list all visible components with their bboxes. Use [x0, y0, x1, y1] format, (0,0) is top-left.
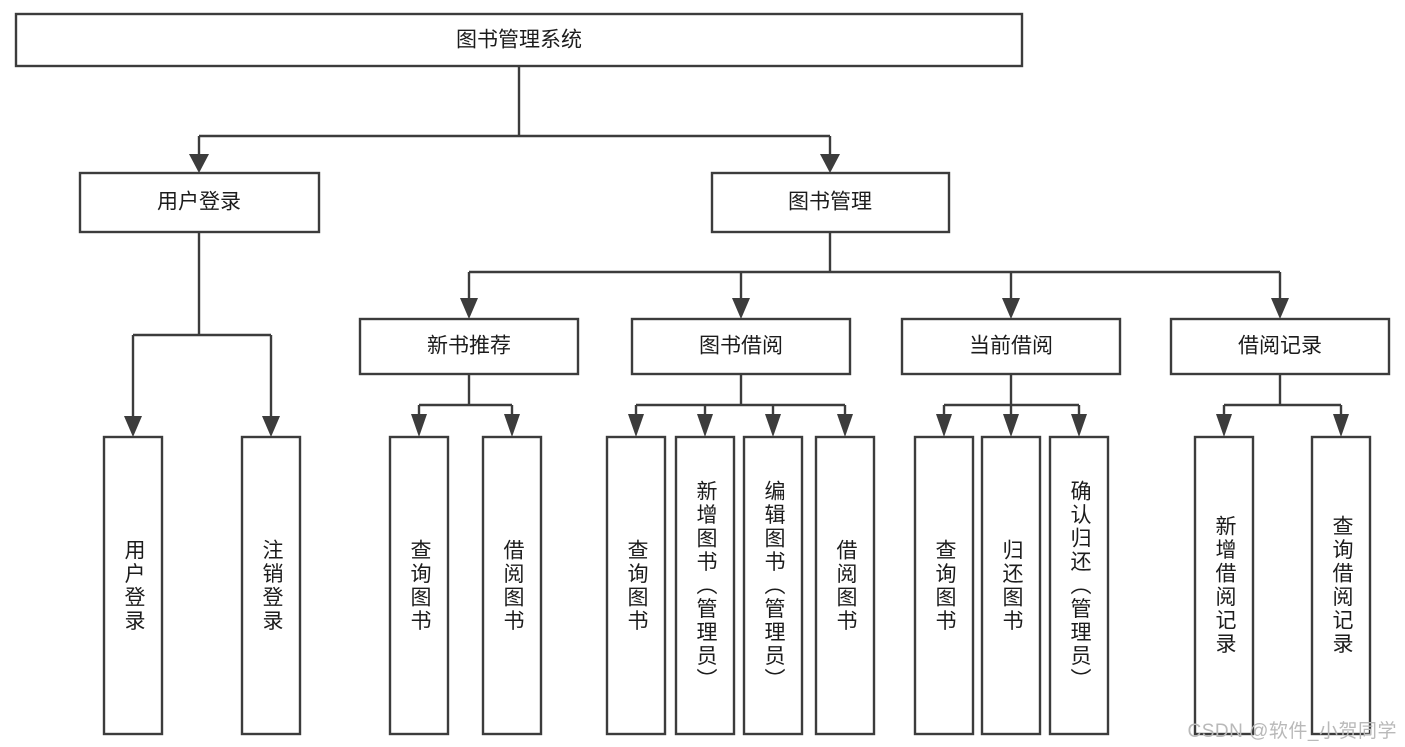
arrow-head-new-book-leaf2 [504, 414, 520, 437]
node-box-user-login[interactable] [78, 171, 321, 234]
arrow-head-record-leaf2 [1333, 414, 1349, 437]
node-label-current-borrow: 当前借阅 [969, 335, 1053, 358]
leaf-box-return-book[interactable] [980, 435, 1042, 736]
node-box-book-borrow[interactable] [630, 317, 852, 376]
leaf-box-logout[interactable] [240, 435, 302, 736]
arrow-head-to-record [1271, 298, 1289, 319]
node-box-current-borrow[interactable] [900, 317, 1122, 376]
connector-group-book-mgmt [460, 232, 1289, 319]
arrow-head-to-current [1002, 298, 1020, 319]
connector-group-root [189, 66, 840, 173]
arrow-head-borrow-leaf3 [765, 414, 781, 437]
node-label-new-book-recommend: 新书推荐 [427, 335, 511, 358]
node-label-root: 图书管理系统 [456, 29, 582, 52]
connector-group-current [936, 374, 1087, 437]
node-box-root[interactable] [14, 12, 1024, 68]
node-box-borrow-record[interactable] [1169, 317, 1391, 376]
arrow-head-current-leaf1 [936, 414, 952, 437]
leaf-box-add-book-admin[interactable] [674, 435, 736, 736]
arrow-head-root-to-user-login [189, 154, 209, 173]
node-box-book-management[interactable] [710, 171, 951, 234]
leaf-box-query-book-borrow[interactable] [605, 435, 667, 736]
arrow-head-root-to-book-mgmt [820, 154, 840, 173]
arrow-head-new-book-leaf1 [411, 414, 427, 437]
leaf-box-user-login[interactable] [102, 435, 164, 736]
arrow-head-borrow-leaf2 [697, 414, 713, 437]
leaf-box-borrow-book-recommend[interactable] [481, 435, 543, 736]
arrow-head-borrow-leaf1 [628, 414, 644, 437]
arrow-head-record-leaf1 [1216, 414, 1232, 437]
leaf-box-query-book-current[interactable] [913, 435, 975, 736]
leaf-box-borrow-book[interactable] [814, 435, 876, 736]
node-label-book-borrow: 图书借阅 [699, 335, 783, 358]
connector-group-new-book [411, 374, 520, 437]
watermark-text: CSDN @软件_小贺同学 [1187, 721, 1397, 742]
connector-group-record [1216, 374, 1349, 437]
arrow-head-to-borrow [732, 298, 750, 319]
node-box-new-book-recommend[interactable] [358, 317, 580, 376]
leaf-box-edit-book-admin[interactable] [742, 435, 804, 736]
arrow-head-current-leaf3 [1071, 414, 1087, 437]
arrow-head-current-leaf2 [1003, 414, 1019, 437]
arrow-head-user-login-leaf2 [262, 416, 280, 437]
node-label-book-management: 图书管理 [788, 191, 872, 214]
connector-group-user-login [124, 232, 280, 437]
node-label-borrow-record: 借阅记录 [1238, 335, 1322, 358]
leaf-box-confirm-return-admin[interactable] [1048, 435, 1110, 736]
leaf-box-query-book-recommend[interactable] [388, 435, 450, 736]
connector-group-borrow [628, 374, 853, 437]
node-label-user-login: 用户登录 [157, 191, 241, 214]
arrow-head-to-new-book [460, 298, 478, 319]
leaf-box-query-borrow-record[interactable] [1310, 435, 1372, 736]
arrow-head-borrow-leaf4 [837, 414, 853, 437]
leaf-box-add-borrow-record[interactable] [1193, 435, 1255, 736]
arrow-head-user-login-leaf1 [124, 416, 142, 437]
